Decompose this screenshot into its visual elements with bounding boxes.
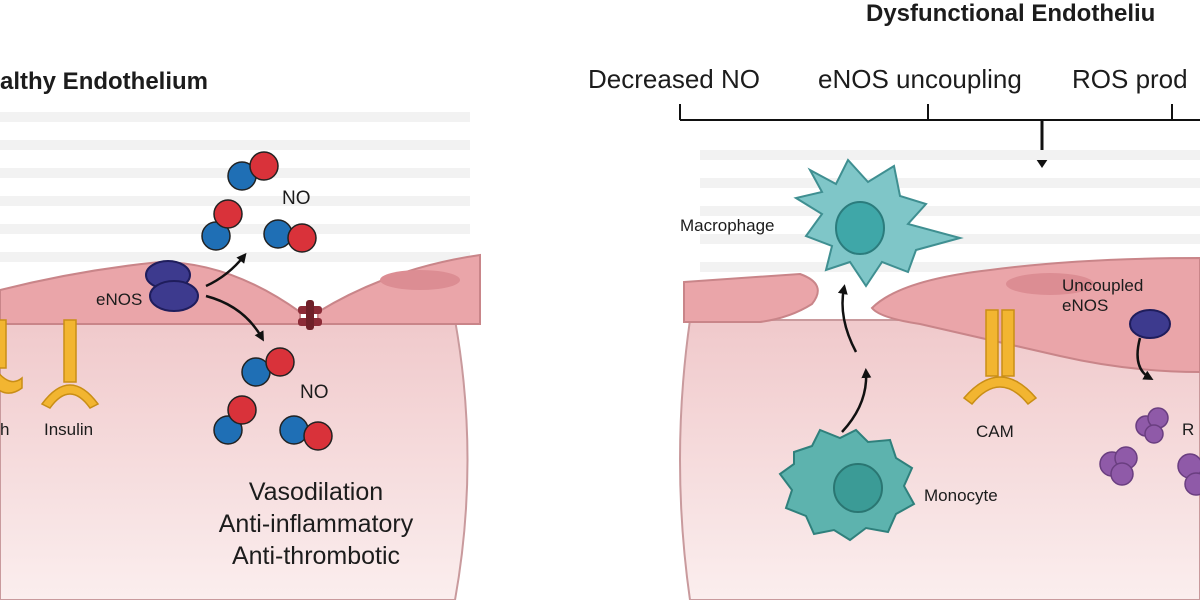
lumen-stripes-right	[700, 150, 1200, 272]
no-label-lower: NO	[300, 382, 329, 403]
enos-molecules	[145, 260, 199, 312]
endothelial-cell-left-2	[317, 253, 481, 325]
monocyte-label: Monocyte	[924, 486, 998, 505]
no-molecules-upper	[201, 151, 317, 253]
uncoupled-enos-label: Uncoupled eNOS	[1062, 276, 1144, 315]
effect-vasodilation: Vasodilation	[248, 478, 384, 506]
dysfunctional-panel	[679, 104, 1200, 600]
timeline-decreased-no: Decreased NO	[588, 64, 760, 94]
timeline-enos-uncoupling: eNOS uncoupling	[818, 64, 1022, 94]
dysfunctional-title: Dysfunctional Endotheliu	[866, 0, 1156, 27]
endothelial-cell-right-1	[683, 272, 819, 323]
arrow-transmigration	[837, 284, 858, 353]
macrophage-cell	[793, 158, 964, 288]
arrow-enos-to-ros	[1136, 337, 1154, 380]
nucleus-left	[380, 270, 460, 290]
partial-receptor-label: h	[0, 420, 10, 439]
healthy-panel	[0, 112, 481, 600]
macrophage-label: Macrophage	[680, 216, 775, 235]
cam-label: CAM	[976, 422, 1014, 441]
endothelial-cell-right-2	[870, 256, 1200, 374]
no-label-upper: NO	[282, 188, 311, 209]
receptor-partial	[0, 319, 23, 394]
effect-anti-thrombotic: Anti-thrombotic	[231, 542, 401, 570]
insulin-receptor	[40, 319, 100, 409]
healthy-title: althy Endothelium	[0, 68, 209, 95]
ros-label-partial: R	[1182, 420, 1195, 439]
no-molecules-lower	[213, 347, 333, 451]
nucleus-right	[1006, 273, 1094, 295]
ros-molecules	[1099, 407, 1200, 496]
tight-junction	[298, 300, 322, 330]
enos-label: eNOS	[96, 290, 143, 309]
effect-anti-inflammatory: Anti-inflammatory	[218, 510, 414, 538]
arrow-enos-to-no-up	[205, 252, 247, 288]
vessel-wall-left	[0, 319, 469, 600]
timeline-ros-production: ROS prod	[1072, 64, 1188, 94]
insulin-label: Insulin	[44, 420, 94, 439]
uncoupled-enos	[1129, 309, 1171, 339]
arrow-monocyte-up	[841, 368, 872, 433]
arrow-enos-to-no-down	[205, 294, 264, 342]
cam-receptor	[962, 309, 1038, 406]
monocyte-cell	[778, 428, 916, 542]
